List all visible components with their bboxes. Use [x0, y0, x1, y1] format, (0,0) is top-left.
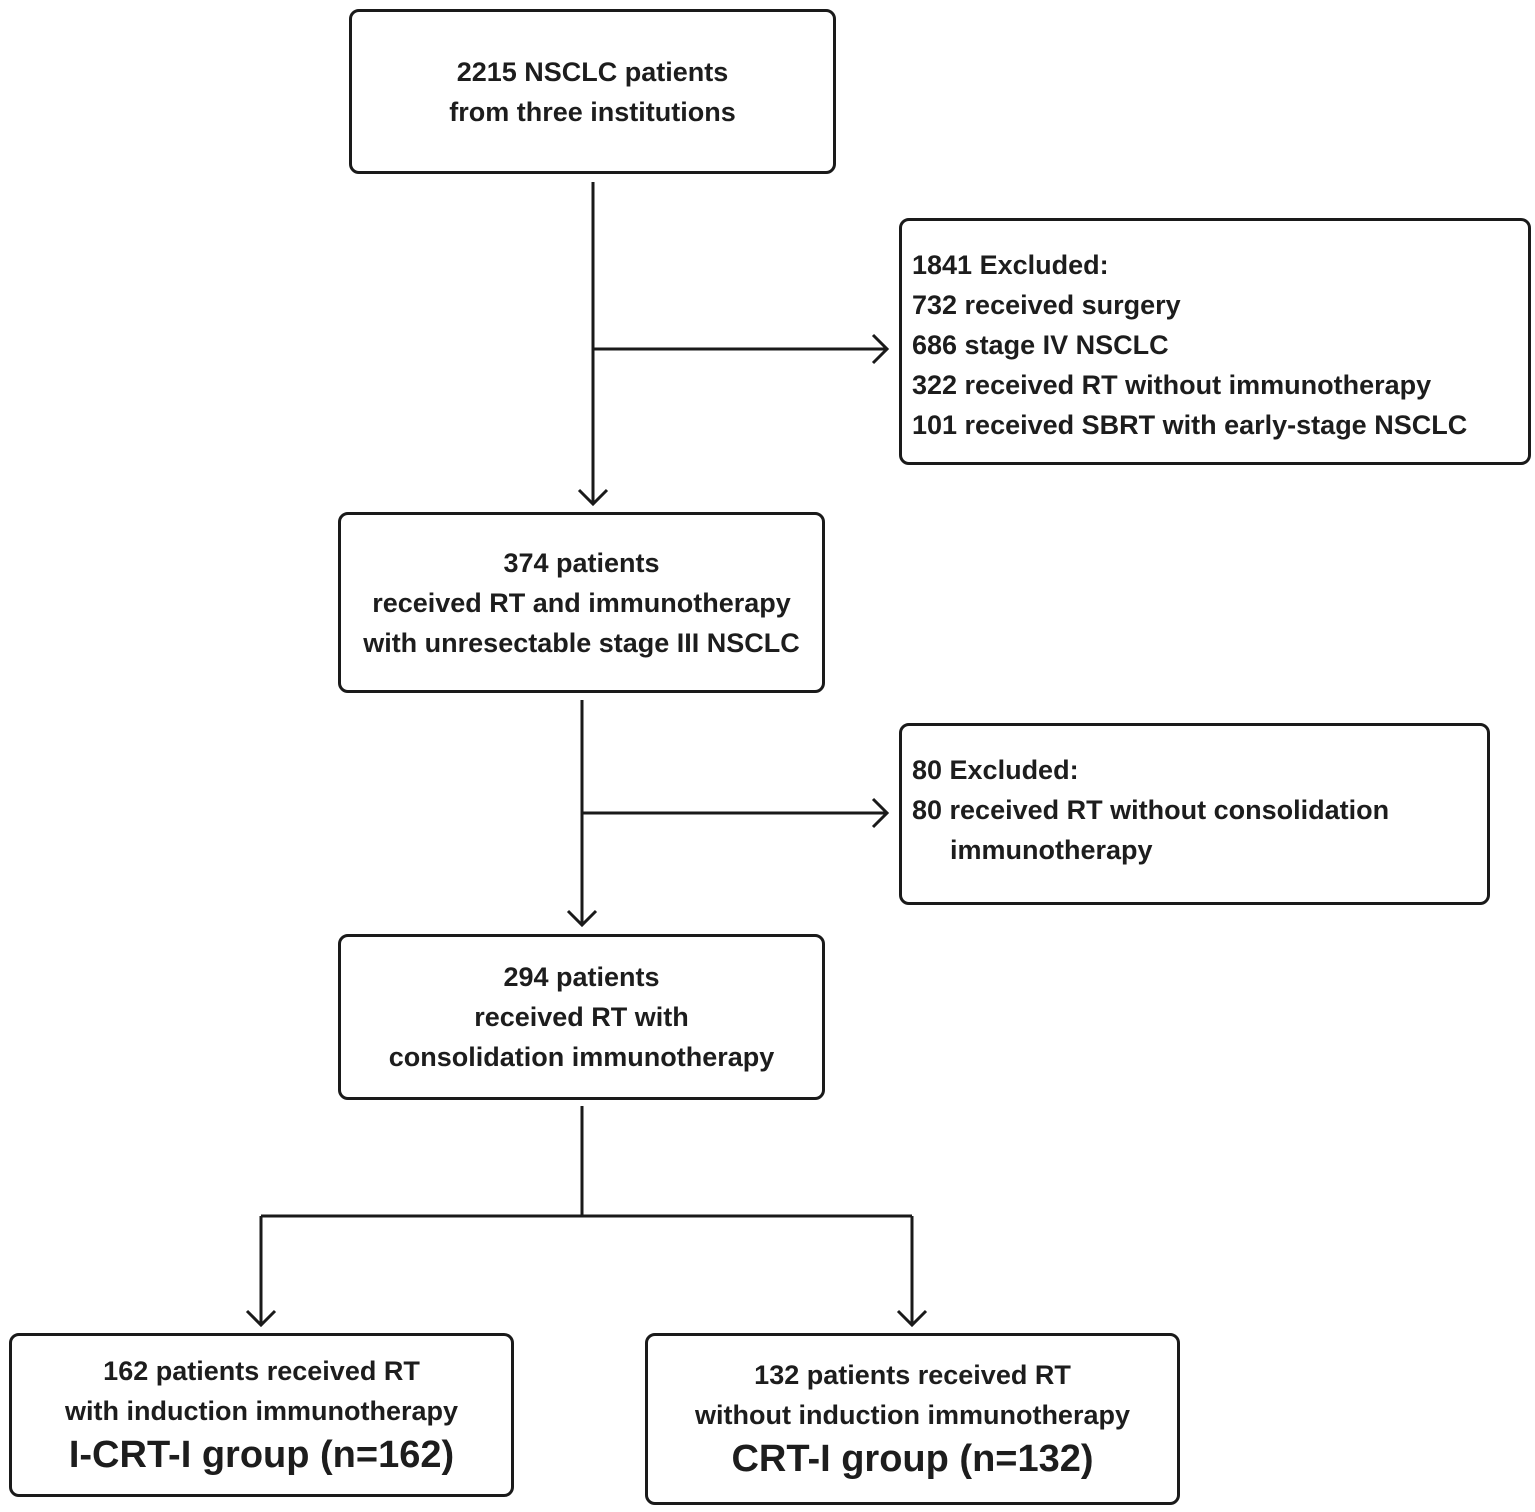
consolidation-line-1: 294 patients — [503, 962, 660, 992]
stage3-cohort-box: 374 patients received RT and immunothera… — [338, 512, 825, 693]
initial-line-1: 2215 NSCLC patients — [456, 56, 729, 87]
consolidation-line-3: consolidation immunotherapy — [388, 1042, 775, 1072]
initial-line-2: from three institutions — [449, 96, 736, 127]
exclusion1-item-sbrt: 101 received SBRT with early-stage NSCLC — [912, 410, 1468, 440]
stage3-line-1: 374 patients — [503, 547, 660, 578]
icrti-group-label: I-CRT-I group (n=162) — [68, 1434, 455, 1476]
exclusion1-item-no-immuno: 322 received RT without immunotherapy — [912, 370, 1432, 400]
crti-line-2: without induction immunotherapy — [695, 1400, 1130, 1430]
exclusion1-item-surgery: 732 received surgery — [912, 290, 1181, 320]
arrowhead-exclusion2 — [871, 797, 890, 829]
icrti-group-box: 162 patients received RT with induction … — [9, 1333, 514, 1497]
initial-cohort-box: 2215 NSCLC patients from three instituti… — [349, 9, 836, 174]
arrowhead-icrti — [245, 1309, 277, 1328]
exclusion1-item-stage4: 686 stage IV NSCLC — [912, 330, 1169, 360]
stage3-line-3: with unresectable stage III NSCLC — [363, 627, 800, 658]
exclusion2-item-1: 80 received RT without consolidation — [912, 795, 1390, 825]
arrowhead-stage3 — [577, 488, 609, 507]
exclusion2-item-1-cont: immunotherapy — [950, 835, 1153, 865]
arrowhead-exclusion1 — [871, 333, 890, 365]
crti-group-box: 132 patients received RT without inducti… — [645, 1333, 1180, 1505]
exclusion1-title: 1841 Excluded: — [912, 250, 1109, 280]
crti-group-label: CRT-I group (n=132) — [731, 1438, 1094, 1480]
stage3-line-2: received RT and immunotherapy — [372, 587, 791, 618]
crti-line-1: 132 patients received RT — [754, 1360, 1071, 1390]
exclusion2-title: 80 Excluded: — [912, 755, 1079, 785]
exclusion-box-1: 1841 Excluded: 732 received surgery 686 … — [899, 218, 1531, 465]
consolidation-cohort-box: 294 patients received RT with consolidat… — [338, 934, 825, 1100]
consolidation-line-2: received RT with — [474, 1002, 689, 1032]
arrowhead-consolidation — [566, 909, 598, 928]
icrti-line-2: with induction immunotherapy — [65, 1396, 458, 1426]
arrowhead-crti — [896, 1309, 928, 1328]
exclusion-box-2: 80 Excluded: 80 received RT without cons… — [899, 723, 1490, 905]
icrti-line-1: 162 patients received RT — [103, 1356, 420, 1386]
